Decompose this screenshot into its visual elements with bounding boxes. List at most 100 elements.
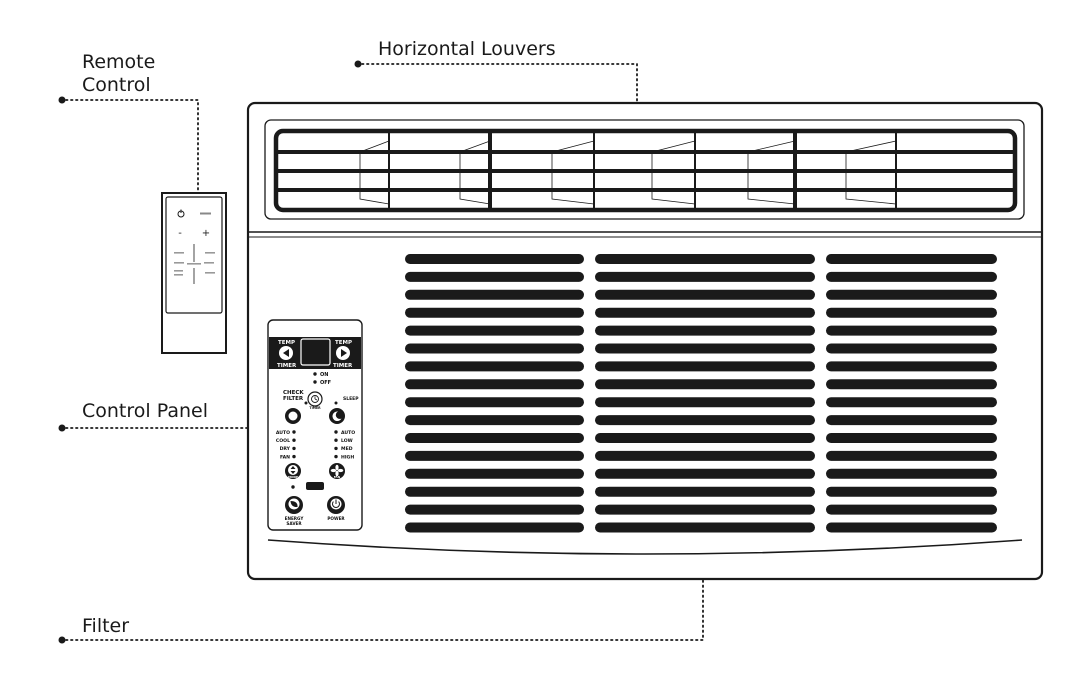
callout-remote-control: Remote Control <box>82 51 155 97</box>
grille-slot <box>595 271 815 282</box>
grille-slot <box>405 450 584 461</box>
grille-slot <box>405 468 584 479</box>
grille-slot <box>405 271 584 282</box>
power-button[interactable] <box>327 496 345 514</box>
temp-down-button[interactable] <box>279 346 293 360</box>
remote-power-icon <box>177 209 185 218</box>
fan-button[interactable] <box>329 463 345 479</box>
grille-slot <box>595 433 815 443</box>
filter-grille <box>405 254 997 533</box>
grille-slot <box>405 254 584 264</box>
remote-minus: - <box>178 228 182 239</box>
remote-small-labels <box>174 252 215 276</box>
grille-slot <box>826 397 997 408</box>
mode-key-label: MODE <box>288 475 298 479</box>
digital-display <box>300 338 331 366</box>
grille-slot <box>405 343 584 354</box>
timer-left-label: TIMER <box>277 363 297 369</box>
grille-slot <box>405 307 584 318</box>
leaf-icon <box>290 501 298 508</box>
grille-slot <box>826 254 997 264</box>
mode-led <box>292 438 296 442</box>
grille-slot <box>595 415 815 426</box>
grille-slot <box>826 450 997 461</box>
callout-remote-line1: Remote <box>82 51 156 73</box>
temp-left-label: TEMP <box>278 340 295 346</box>
check-filter-label-2: FILTER <box>283 396 304 402</box>
sleep-button[interactable] <box>329 408 345 424</box>
clock-icon <box>311 395 319 403</box>
sleep-label: SLEEP <box>343 396 359 402</box>
grille-slot <box>595 254 815 264</box>
speed-led <box>334 438 338 442</box>
grille-slot <box>595 486 815 497</box>
grille-slot <box>826 289 997 300</box>
callout-horizontal-louvers: Horizontal Louvers <box>378 38 556 60</box>
leader-panel <box>58 424 281 432</box>
energy-saver-label-1: ENERGY <box>285 516 305 521</box>
leader-remote <box>58 96 199 197</box>
energy-saver-button[interactable] <box>285 496 303 514</box>
grille-slot <box>405 504 584 515</box>
temp-right-label: TEMP <box>335 340 352 346</box>
louver-dividers <box>388 131 897 210</box>
grille-slot <box>826 433 997 443</box>
grille-slot <box>595 504 815 515</box>
grille-slot <box>826 468 997 479</box>
horizontal-louvers <box>264 119 1025 220</box>
grille-slot <box>595 343 815 354</box>
speed-label-high: HIGH <box>341 454 354 460</box>
moon-icon <box>332 411 342 422</box>
grille-slot <box>405 325 584 336</box>
grille-slot <box>595 522 815 533</box>
grille-slot <box>595 289 815 300</box>
mode-label-dry: DRY <box>280 446 291 452</box>
remote-control: - + <box>161 192 227 354</box>
timer-right-label: TIMER <box>333 363 353 369</box>
speed-label-auto: AUTO <box>341 430 355 436</box>
mode-button[interactable] <box>285 463 301 479</box>
remote-plus: + <box>202 228 210 239</box>
grille-slot <box>405 379 584 390</box>
grille-slot <box>826 361 997 372</box>
temp-up-button[interactable] <box>336 346 350 360</box>
grille-slot <box>826 504 997 515</box>
power-icon <box>332 501 340 508</box>
fan-icon <box>330 464 344 477</box>
grille-slot <box>405 397 584 408</box>
callout-filter: Filter <box>82 615 130 637</box>
grille-slot <box>405 433 584 443</box>
mode-label-auto: AUTO <box>276 430 290 436</box>
mode-led <box>292 454 296 459</box>
mode-label-fan: FAN <box>280 454 290 460</box>
louver-slats <box>276 150 1015 192</box>
base-trim <box>267 539 1023 555</box>
grille-slot <box>405 522 584 533</box>
grille-slot <box>595 397 815 408</box>
speed-label-low: LOW <box>341 438 353 444</box>
grille-slot <box>595 468 815 479</box>
timer-key-label: TIMER <box>309 406 321 410</box>
grille-slot <box>595 361 815 372</box>
louver-vanes <box>359 140 897 205</box>
grille-slot <box>405 486 584 497</box>
timer-button[interactable] <box>307 391 323 407</box>
remote-sensor-window <box>306 482 324 490</box>
grille-slot <box>405 415 584 426</box>
grille-slot <box>826 271 997 282</box>
grille-slot <box>595 307 815 318</box>
speed-led <box>334 446 338 451</box>
grille-slot <box>826 325 997 336</box>
grille-slot <box>826 522 997 533</box>
on-indicator-label: ON <box>320 372 328 378</box>
check-filter-button[interactable] <box>285 408 301 424</box>
grille-slot <box>826 307 997 318</box>
speed-led <box>334 454 338 459</box>
off-indicator-label: OFF <box>320 380 331 386</box>
control-panel: TEMP TIMER TEMP TIMER ON OFF CHECK FILTE… <box>267 319 363 531</box>
fan-key-label: FAN <box>334 475 341 479</box>
mode-led <box>292 430 296 434</box>
callout-control-panel: Control Panel <box>82 400 208 422</box>
